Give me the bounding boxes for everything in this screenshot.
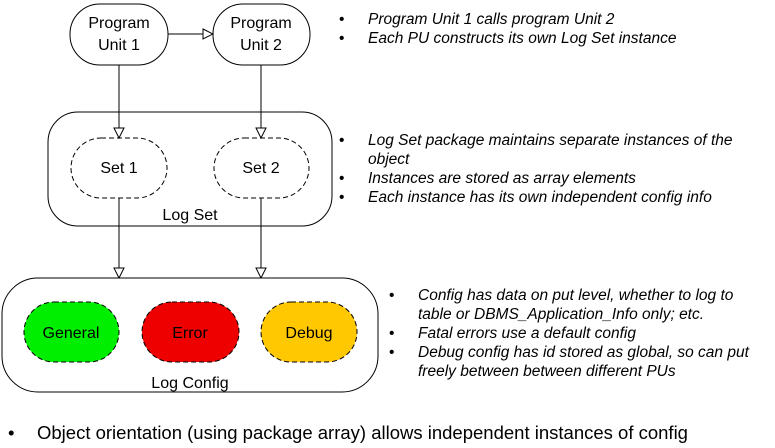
set-1-label: Set 1 bbox=[100, 160, 137, 177]
footer-note: • Object orientation (using package array… bbox=[8, 422, 688, 444]
bullet-icon: • bbox=[339, 30, 345, 47]
general-config-node: General bbox=[23, 301, 120, 363]
bullet-icon: • bbox=[339, 189, 345, 206]
log-config-title: Log Config bbox=[151, 375, 228, 392]
program-unit-2-node: Program Unit 2 bbox=[212, 3, 311, 66]
note-text: Config has data on put level, whether to… bbox=[418, 287, 734, 323]
log-set-title: Log Set bbox=[162, 207, 218, 224]
note-item: • Each instance has its own independent c… bbox=[339, 188, 769, 207]
bullet-icon: • bbox=[389, 325, 395, 342]
set-2-label: Set 2 bbox=[242, 160, 279, 177]
set-2-node: Set 2 bbox=[213, 137, 310, 199]
note-text: Fatal errors use a default config bbox=[418, 325, 636, 342]
bullet-icon: • bbox=[339, 11, 345, 28]
error-config-node: Error bbox=[141, 301, 240, 363]
note-text: Program Unit 1 calls program Unit 2 bbox=[368, 11, 615, 28]
program-unit-1-label-line1: Program bbox=[88, 15, 149, 32]
note-text: Debug config has id stored as global, so… bbox=[418, 344, 749, 380]
log-set-notes: • Log Set package maintains separate inst… bbox=[339, 131, 769, 207]
program-unit-1-label-line2: Unit 1 bbox=[98, 37, 140, 54]
program-unit-2-label-line1: Program bbox=[230, 15, 291, 32]
note-item: • Debug config has id stored as global, s… bbox=[389, 343, 769, 381]
debug-config-node: Debug bbox=[260, 301, 358, 363]
bullet-icon: • bbox=[389, 287, 395, 304]
bullet-icon: • bbox=[339, 132, 345, 149]
log-config-notes: • Config has data on put level, whether t… bbox=[389, 286, 769, 381]
note-item: • Config has data on put level, whether t… bbox=[389, 286, 769, 324]
footer-text: Object orientation (using package array)… bbox=[37, 422, 688, 443]
bullet-icon: • bbox=[339, 170, 345, 187]
note-item: • Instances are stored as array elements bbox=[339, 169, 769, 188]
note-item: • Each PU constructs its own Log Set inst… bbox=[339, 29, 759, 48]
note-text: Each PU constructs its own Log Set insta… bbox=[368, 30, 677, 47]
error-config-label: Error bbox=[172, 325, 208, 342]
debug-config-label: Debug bbox=[285, 325, 332, 342]
bullet-icon: • bbox=[389, 344, 395, 361]
program-unit-1-node: Program Unit 1 bbox=[69, 3, 169, 66]
note-item: • Log Set package maintains separate inst… bbox=[339, 131, 769, 169]
note-text: Log Set package maintains separate insta… bbox=[368, 132, 733, 168]
set-1-node: Set 1 bbox=[70, 137, 168, 199]
program-units-notes: • Program Unit 1 calls program Unit 2 • Ea… bbox=[339, 10, 759, 48]
note-item: • Fatal errors use a default config bbox=[389, 324, 769, 343]
note-text: Each instance has its own independent co… bbox=[368, 189, 712, 206]
general-config-label: General bbox=[43, 325, 100, 342]
note-text: Instances are stored as array elements bbox=[368, 170, 636, 187]
note-item: • Program Unit 1 calls program Unit 2 bbox=[339, 10, 759, 29]
bullet-icon: • bbox=[8, 422, 15, 443]
program-unit-2-label-line2: Unit 2 bbox=[240, 37, 282, 54]
